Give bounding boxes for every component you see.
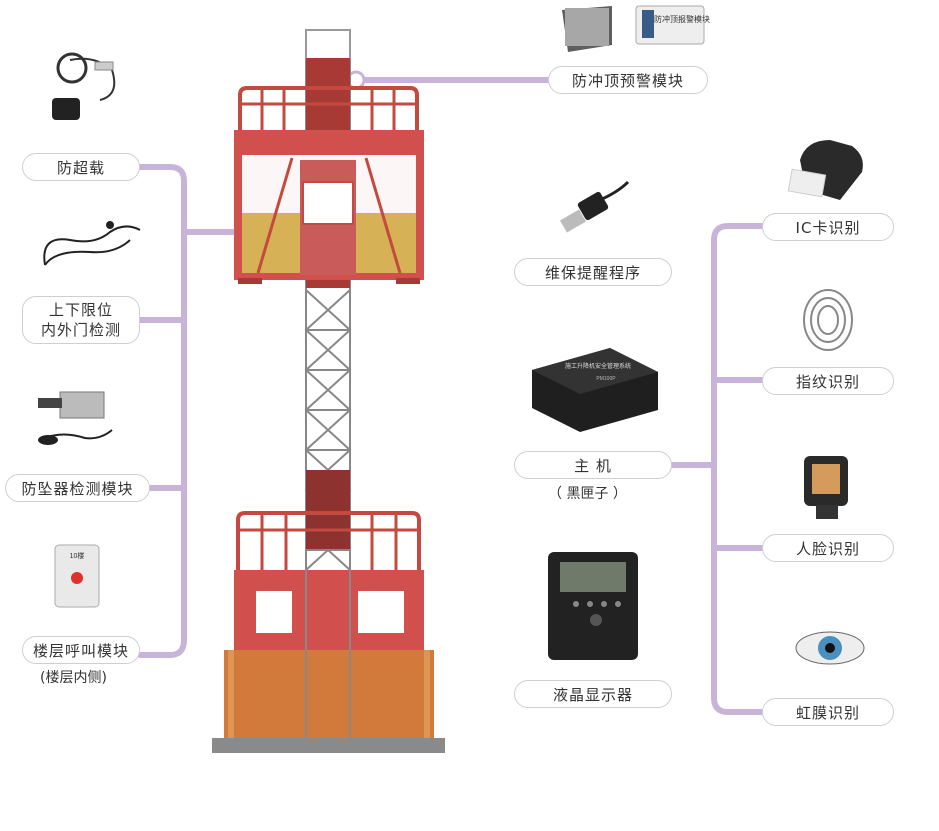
host-device-label: 施工升降机安全管理系统	[565, 362, 631, 370]
label-host-sub: （ 黑匣子 ）	[548, 486, 627, 502]
usb-dongle-image	[559, 180, 630, 233]
lower-cab	[224, 511, 434, 738]
label-fingerprint-text: 指纹识别	[795, 372, 860, 391]
label-host-text: 主 机	[574, 456, 612, 475]
iris-image	[795, 631, 865, 665]
face-terminal-image	[804, 456, 848, 519]
label-anti-top-warning: 防冲顶预警模块	[548, 66, 708, 94]
label-fingerprint: 指纹识别	[762, 367, 894, 395]
label-lcd-text: 液晶显示器	[552, 685, 633, 704]
label-limit-door: 上下限位 内外门检测	[22, 296, 140, 344]
label-maintenance-text: 维保提醒程序	[544, 263, 641, 282]
label-floor-call-text: 楼层呼叫模块	[32, 641, 129, 660]
label-limit-line1: 上下限位	[48, 301, 113, 319]
lcd-display-image	[548, 552, 638, 660]
anti-top-devices-image: 防冲顶报警模块	[562, 5, 710, 52]
label-ic-card: IC卡识别	[762, 213, 894, 241]
label-face-text: 人脸识别	[795, 539, 860, 558]
fall-detector-image	[38, 391, 113, 445]
ic-card-reader-image	[787, 140, 863, 200]
label-limit-line2: 内外门检测	[40, 321, 121, 339]
label-fall-detector: 防坠器检测模块	[5, 474, 150, 502]
fingerprint-image	[803, 289, 853, 351]
label-overload: 防超载	[22, 153, 140, 181]
label-host: 主 机	[514, 451, 672, 479]
connector-lines	[137, 77, 793, 715]
limit-switch-cable-image	[43, 221, 141, 266]
mast-dark-section-mid	[306, 470, 350, 550]
ground-base	[212, 738, 445, 753]
label-floor-call: 楼层呼叫模块	[22, 636, 140, 664]
mast-top-cap	[305, 29, 351, 61]
label-ic-card-text: IC卡识别	[795, 218, 861, 237]
upper-cab	[234, 86, 424, 284]
host-box-image: 施工升降机安全管理系统 PM100P	[532, 348, 658, 432]
label-face: 人脸识别	[762, 534, 894, 562]
label-overload-text: 防超载	[56, 158, 105, 177]
floor-call-box-image: 10楼	[54, 544, 100, 608]
label-iris-text: 虹膜识别	[795, 703, 860, 722]
host-device-model: PM100P	[596, 376, 616, 382]
label-maintenance: 维保提醒程序	[514, 258, 672, 286]
floor-call-device-label: 10楼	[70, 551, 85, 560]
overload-sensor-image	[52, 52, 116, 120]
anti-top-device-label: 防冲顶报警模块	[654, 14, 710, 24]
label-floor-call-sub: (楼层内侧)	[40, 670, 107, 686]
label-anti-top-warning-text: 防冲顶预警模块	[571, 71, 684, 90]
label-fall-detector-text: 防坠器检测模块	[21, 479, 134, 498]
label-lcd: 液晶显示器	[514, 680, 672, 708]
label-iris: 虹膜识别	[762, 698, 894, 726]
